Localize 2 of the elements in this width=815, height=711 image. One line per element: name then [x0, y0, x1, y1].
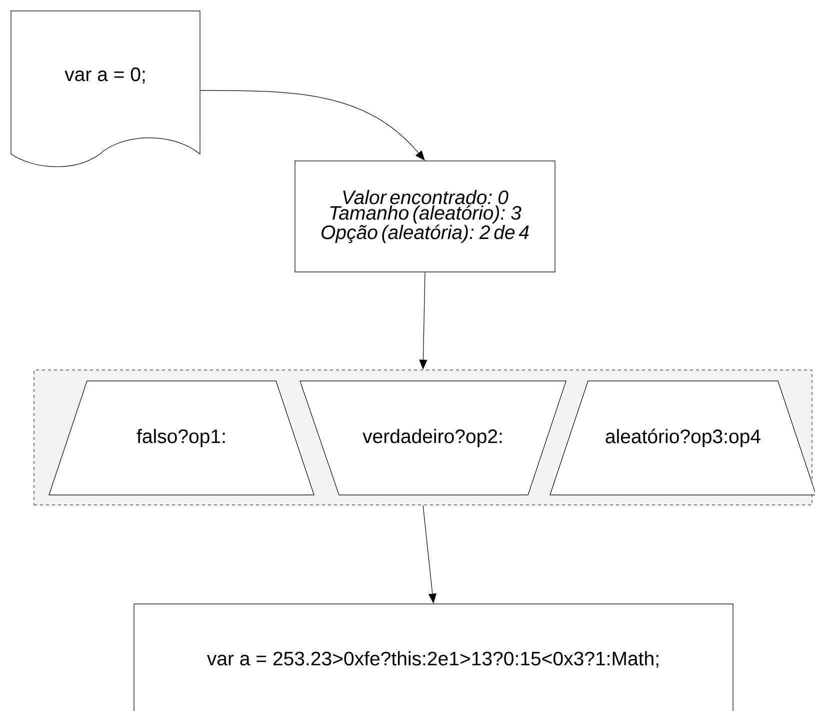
process-box: Valor encontrado: 0 Tamanho (aleatório): 3 Opção (aleatória): 2 de 4 — [294, 160, 556, 272]
process-box: var a = 253.23>0xfe?this:2e1>13?0:15<0x3?1:Math; — [134, 604, 734, 711]
